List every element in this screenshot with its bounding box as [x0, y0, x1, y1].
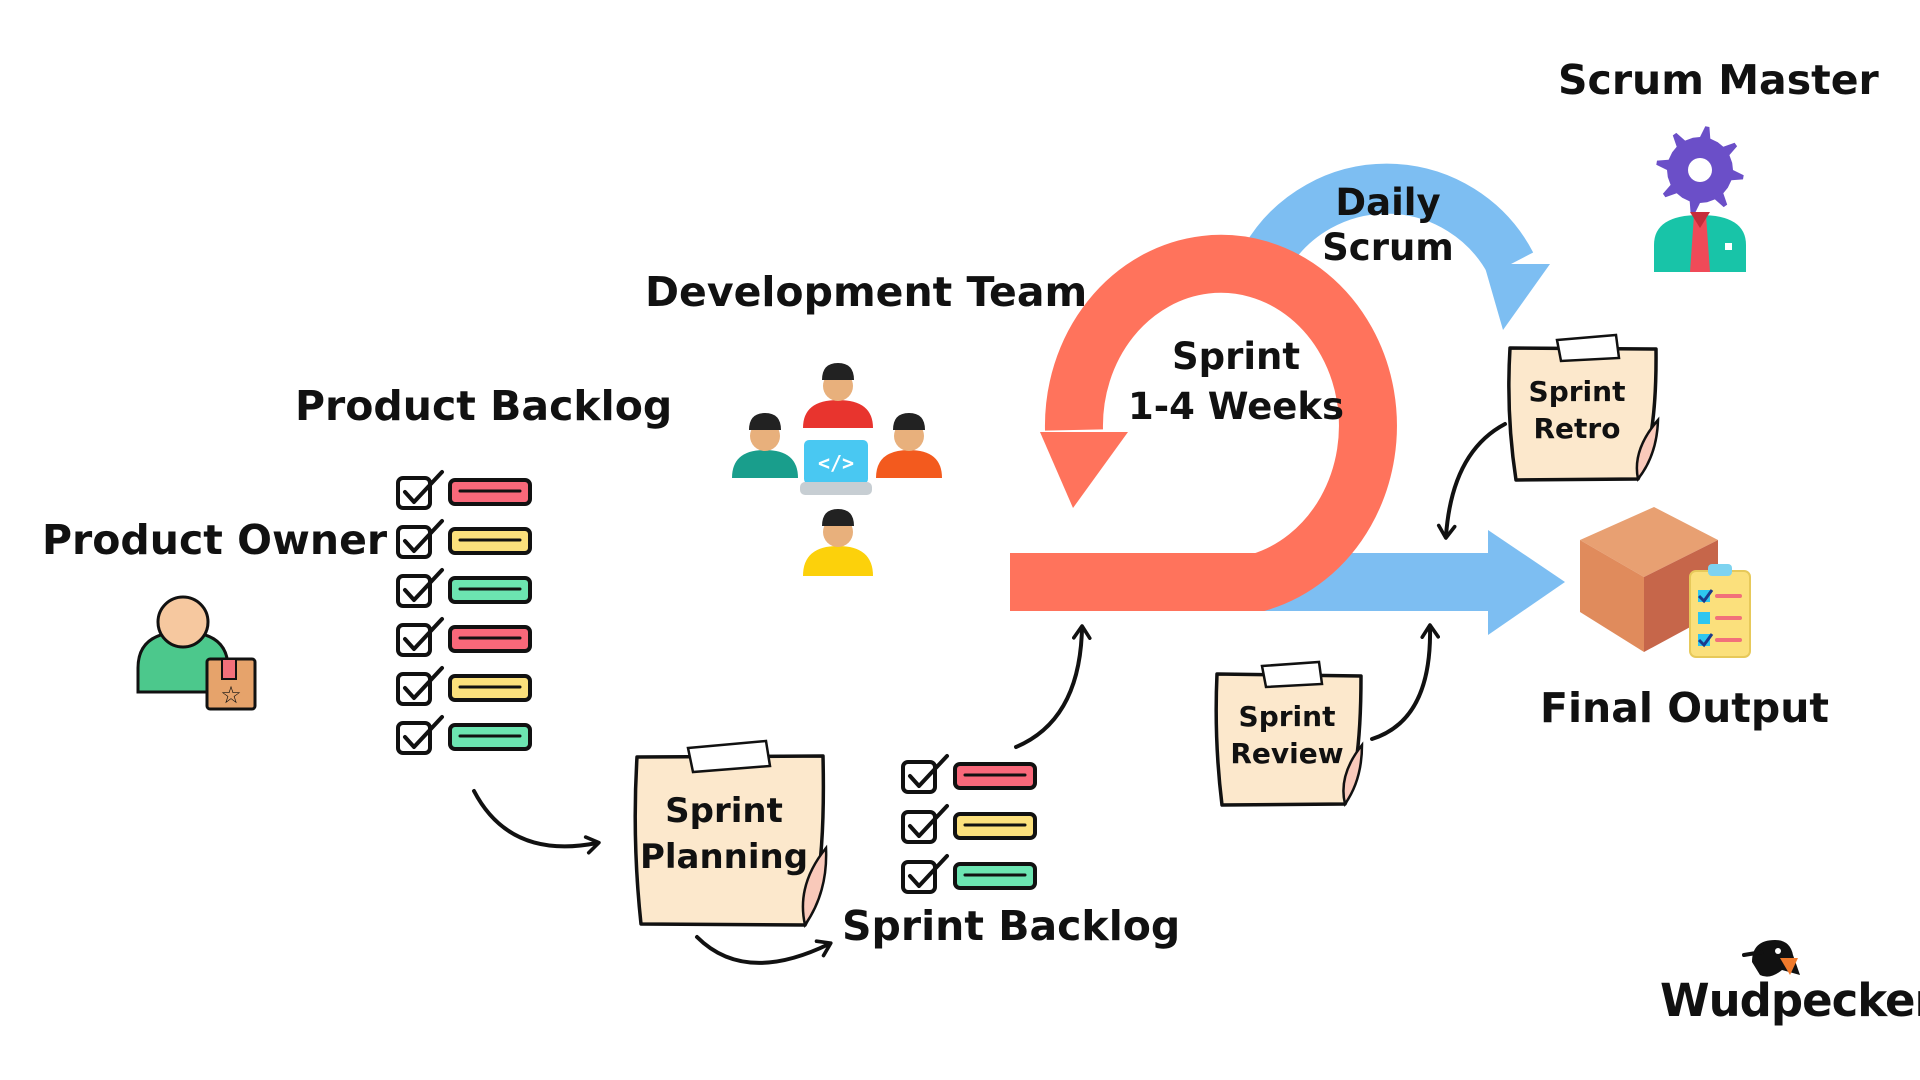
sprint-retro-line1: Sprint	[1529, 375, 1626, 408]
checkbox-icon	[396, 721, 432, 755]
brand-name: Wudpecker	[1660, 974, 1920, 1027]
scrum-master-label: Scrum Master	[1558, 56, 1880, 104]
checkbox-icon	[396, 525, 432, 559]
check-mark-icon	[908, 754, 949, 788]
sprint-retro-note: Sprint Retro	[1507, 333, 1660, 482]
sprint-planning-line1: Sprint	[665, 791, 783, 831]
check-mark-icon	[403, 666, 444, 700]
wudpecker-logo: Wudpecker	[1660, 940, 1920, 1027]
sprint-review-line2: Review	[1230, 737, 1343, 770]
sprint-planning-line2: Planning	[640, 837, 808, 877]
daily-scrum-label-line1: Daily	[1335, 181, 1440, 224]
check-mark-icon	[403, 519, 444, 553]
sprint-loop	[1010, 234, 1397, 611]
final-output-label: Final Output	[1540, 684, 1829, 732]
sprint-retro-line2: Retro	[1534, 412, 1621, 445]
checkbox-icon	[396, 574, 432, 608]
check-mark-icon	[908, 804, 949, 838]
team-member-top	[803, 363, 873, 428]
check-mark-icon	[403, 470, 444, 504]
sprint-label-line1: Sprint	[1172, 335, 1300, 378]
arrow-review-to-loop	[1370, 623, 1441, 741]
checkbox-icon	[901, 860, 937, 894]
check-mark-icon	[403, 715, 444, 749]
product-backlog-item	[396, 568, 532, 608]
product-backlog-item	[396, 666, 532, 706]
arrow-sprint-backlog-to-loop	[1014, 624, 1092, 749]
connector-arrows	[472, 422, 1507, 965]
checkbox-icon	[396, 476, 432, 510]
product-backlog-label: Product Backlog	[295, 382, 672, 430]
sprint-backlog-label: Sprint Backlog	[842, 902, 1180, 950]
daily-scrum-loop	[1244, 163, 1550, 330]
checkbox-icon	[396, 672, 432, 706]
checkbox-icon	[396, 623, 432, 657]
team-member-bottom	[803, 509, 873, 576]
clipboard-icon	[1689, 564, 1751, 658]
laptop-icon: </>	[800, 440, 872, 495]
check-mark-icon	[403, 617, 444, 651]
sprint-backlog-list	[901, 754, 1037, 894]
development-team-label: Development Team	[645, 268, 1087, 316]
check-mark-icon	[908, 854, 949, 888]
final-output-icon	[1580, 507, 1751, 658]
sprint-label-line2: 1-4 Weeks	[1128, 385, 1344, 428]
arrow-planning-to-sprint-backlog	[695, 935, 833, 965]
sprint-backlog-item	[901, 804, 1037, 844]
product-backlog-item	[396, 519, 532, 559]
checkbox-icon	[901, 810, 937, 844]
svg-text:☆: ☆	[220, 681, 242, 709]
product-owner-icon: ☆	[136, 595, 257, 711]
arrow-backlog-to-planning	[472, 789, 601, 855]
daily-scrum-label-line2: Scrum	[1322, 226, 1454, 269]
scrum-master-icon	[1654, 126, 1746, 272]
product-backlog-item	[396, 715, 532, 755]
sprint-backlog-item	[901, 854, 1037, 894]
product-backlog-list	[396, 470, 532, 755]
sprint-backlog-item	[901, 754, 1037, 794]
sprint-review-note: Sprint Review	[1214, 660, 1364, 807]
code-symbol: </>	[818, 451, 854, 475]
sprint-planning-note: Sprint Planning	[633, 739, 828, 929]
product-backlog-item	[396, 470, 532, 510]
development-team-icon: </>	[732, 363, 942, 576]
checkbox-icon	[901, 760, 937, 794]
sprint-review-line1: Sprint	[1239, 700, 1336, 733]
product-backlog-item	[396, 617, 532, 657]
team-member-right	[876, 413, 942, 478]
check-mark-icon	[403, 568, 444, 602]
product-owner-label: Product Owner	[42, 516, 388, 564]
arrow-retro-to-output	[1436, 422, 1507, 540]
team-member-left	[732, 413, 798, 478]
